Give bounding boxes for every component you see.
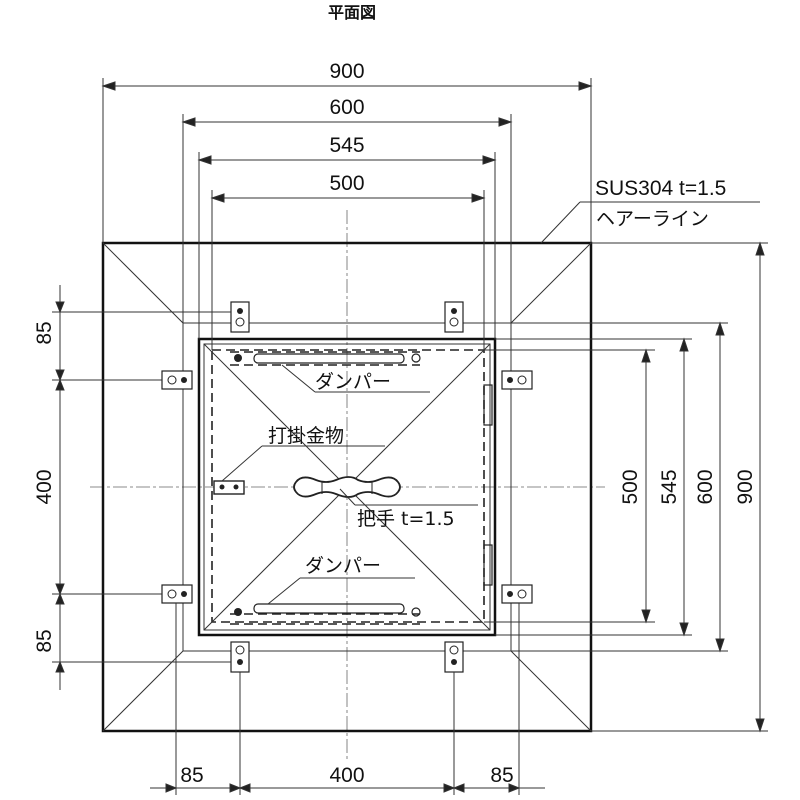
- outer-frame: [101, 241, 593, 733]
- side-hinges: [483, 384, 493, 586]
- damper-bottom: [230, 603, 421, 625]
- label-damper-top: ダンパー: [315, 371, 391, 393]
- leader-lines: [221, 201, 760, 605]
- damper-top: [230, 351, 421, 366]
- bracket-top-left: [230, 301, 250, 333]
- bracket-right-bottom: [501, 584, 533, 604]
- frame-600: [182, 322, 512, 652]
- extension-lines-top: [102, 78, 592, 350]
- dim-top-500: 500: [329, 172, 364, 195]
- dimension-lines-right: [641, 241, 765, 733]
- dim-right-900: 900: [734, 469, 757, 504]
- label-catch-hardware: 打掛金物: [268, 425, 344, 447]
- dim-top-600: 600: [329, 96, 364, 119]
- inner-opening-hidden: [211, 349, 485, 623]
- drawing-title: 平面図: [328, 3, 376, 22]
- dim-left-85-top: 85: [33, 321, 56, 344]
- dimension-lines-left: [55, 285, 65, 690]
- dim-top-545: 545: [329, 134, 364, 157]
- dimension-lines-bottom: [150, 783, 545, 793]
- catch-hardware: [213, 480, 245, 495]
- label-material-finish: ヘアーライン: [596, 208, 709, 230]
- dim-right-545: 545: [658, 469, 681, 504]
- dim-right-600: 600: [694, 469, 717, 504]
- bracket-bottom-left: [230, 641, 250, 673]
- lid-outline: [197, 337, 497, 637]
- dimension-lines-top: [101, 81, 593, 203]
- extension-lines-left: [52, 311, 231, 663]
- label-material-spec: SUS304 t=1.5: [595, 177, 726, 200]
- dim-right-500: 500: [619, 469, 642, 504]
- label-handle: 把手 t=1.5: [357, 508, 455, 530]
- dim-left-85-bottom: 85: [33, 629, 56, 652]
- bracket-bottom-right: [444, 641, 464, 673]
- bracket-right-top: [501, 370, 533, 390]
- bracket-left-top: [161, 370, 193, 390]
- extension-lines-right: [484, 242, 768, 732]
- dim-bottom-85-left: 85: [180, 764, 203, 787]
- dim-left-400: 400: [33, 469, 56, 504]
- dim-top-900: 900: [329, 60, 364, 83]
- bracket-top-right: [444, 301, 464, 333]
- dim-bottom-400: 400: [329, 764, 364, 787]
- dim-bottom-85-right: 85: [490, 764, 513, 787]
- handle: [293, 476, 401, 498]
- label-damper-bottom: ダンパー: [305, 555, 381, 577]
- bracket-left-bottom: [161, 584, 193, 604]
